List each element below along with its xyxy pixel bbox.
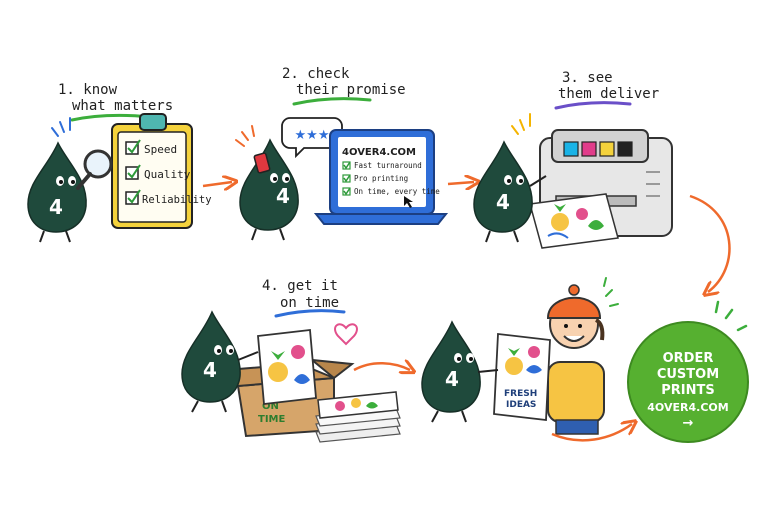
review-speech-bubble: ★★★ (281, 117, 343, 159)
arrow-5-to-cta (551, 424, 632, 442)
step-2-title-line2: their promise (296, 82, 406, 98)
step-3-underline (554, 101, 632, 110)
print-stack (315, 391, 401, 443)
step-4: 4. get it on time ON TIME (181, 278, 401, 443)
arrow-4-to-5 (353, 363, 410, 370)
printer-vents (646, 171, 660, 197)
mascot-1: 4 (27, 117, 113, 243)
person-shirt (547, 361, 605, 423)
rating-stars: ★★★ (295, 128, 330, 143)
laptop: 4OVER4.COM Fast turnaround Pro printing … (313, 129, 449, 225)
poster-text-line2: IDEAS (506, 400, 536, 410)
sparkle-marks (51, 117, 71, 137)
laptop-item: On time, every time (342, 187, 440, 196)
step-1: 1. know what matters Speed Quality Relia… (27, 82, 212, 243)
order-cta-button[interactable]: ORDER CUSTOM PRINTS 4OVER4.COM → (627, 300, 749, 443)
cta-line1: ORDER (663, 351, 714, 366)
mascot-digit: 4 (276, 184, 290, 208)
mascot-2: 4 (235, 125, 299, 241)
laptop-screen (338, 137, 426, 207)
clipboard-clip (139, 113, 167, 131)
arrow-3-to-cta (689, 194, 731, 292)
step-3: 3. see them deliver (473, 70, 673, 249)
clipboard-item-label: Quality (144, 168, 191, 181)
box-label-line2: TIME (258, 414, 285, 425)
clipboard-item-reliability: Reliability (125, 189, 212, 206)
ink-cyan (563, 141, 579, 157)
sparkle-marks (603, 277, 619, 307)
laptop-item-label: Fast turnaround (354, 161, 422, 170)
laptop-item-label: Pro printing (354, 174, 408, 183)
step-3-title-line1: 3. see (562, 70, 613, 86)
step-4-underline (274, 309, 346, 318)
cta-site: 4OVER4.COM (647, 401, 728, 414)
ink-magenta (581, 141, 597, 157)
sparkle-marks (511, 113, 531, 135)
arrow-1-to-2 (202, 182, 232, 186)
arrow-right-icon: → (683, 416, 694, 431)
laptop-item: Pro printing (342, 174, 408, 183)
printed-sheet (529, 193, 619, 249)
mascot-digit: 4 (49, 195, 63, 219)
clipboard-item-quality: Quality (125, 164, 191, 181)
step-5-customer: FRESH IDEAS 4 (421, 277, 619, 435)
laptop-item: Fast turnaround (342, 161, 422, 170)
laptop-brand: 4OVER4.COM (342, 147, 416, 158)
step-2-underline (292, 97, 372, 106)
cta-line3: PRINTS (661, 383, 715, 398)
printer (529, 129, 673, 249)
poster-text-line1: FRESH (504, 389, 537, 399)
arrow-2-to-3 (447, 182, 474, 184)
mascot-digit: 4 (203, 358, 217, 382)
sparkle-marks (714, 300, 748, 332)
poster-in-box (257, 328, 317, 406)
laptop-item-label: On time, every time (354, 187, 440, 196)
mascot-5: 4 (421, 320, 499, 423)
step-1-title-line2: what matters (72, 98, 173, 114)
person-beanie (546, 296, 602, 319)
sparkle-marks (235, 125, 255, 147)
step-1-title-line1: 1. know (58, 82, 118, 98)
step-2-title-line1: 2. check (282, 66, 350, 82)
person-jeans (555, 419, 599, 435)
box-label-line1: ON (262, 401, 279, 412)
step-2: 2. check their promise ★★★ 4OVER4.COM Fa… (235, 66, 449, 241)
phone-icon (253, 152, 271, 174)
step-4-title-line2: on time (280, 295, 339, 311)
cursor-icon (404, 196, 413, 208)
ink-yellow (599, 141, 615, 157)
clipboard-item-speed: Speed (125, 139, 177, 156)
mascot-digit: 4 (445, 367, 459, 391)
mascot-4: 4 (181, 310, 259, 413)
step-4-title-line1: 4. get it (262, 278, 338, 294)
clipboard-item-label: Reliability (142, 194, 212, 206)
fresh-ideas-poster: FRESH IDEAS (493, 332, 551, 422)
magnifier-icon (76, 149, 113, 190)
clipboard-item-label: Speed (144, 143, 177, 156)
mascot-digit: 4 (496, 190, 510, 214)
heart-icon (334, 323, 358, 346)
laptop-base (313, 213, 449, 225)
step-3-title-line2: them deliver (558, 86, 659, 102)
clipboard: Speed Quality Reliability (111, 113, 212, 229)
cta-line2: CUSTOM (657, 367, 719, 382)
ink-black (617, 141, 633, 157)
mascot-3: 4 (473, 113, 547, 243)
cta-circle[interactable] (627, 321, 749, 443)
customer-person (546, 277, 619, 435)
